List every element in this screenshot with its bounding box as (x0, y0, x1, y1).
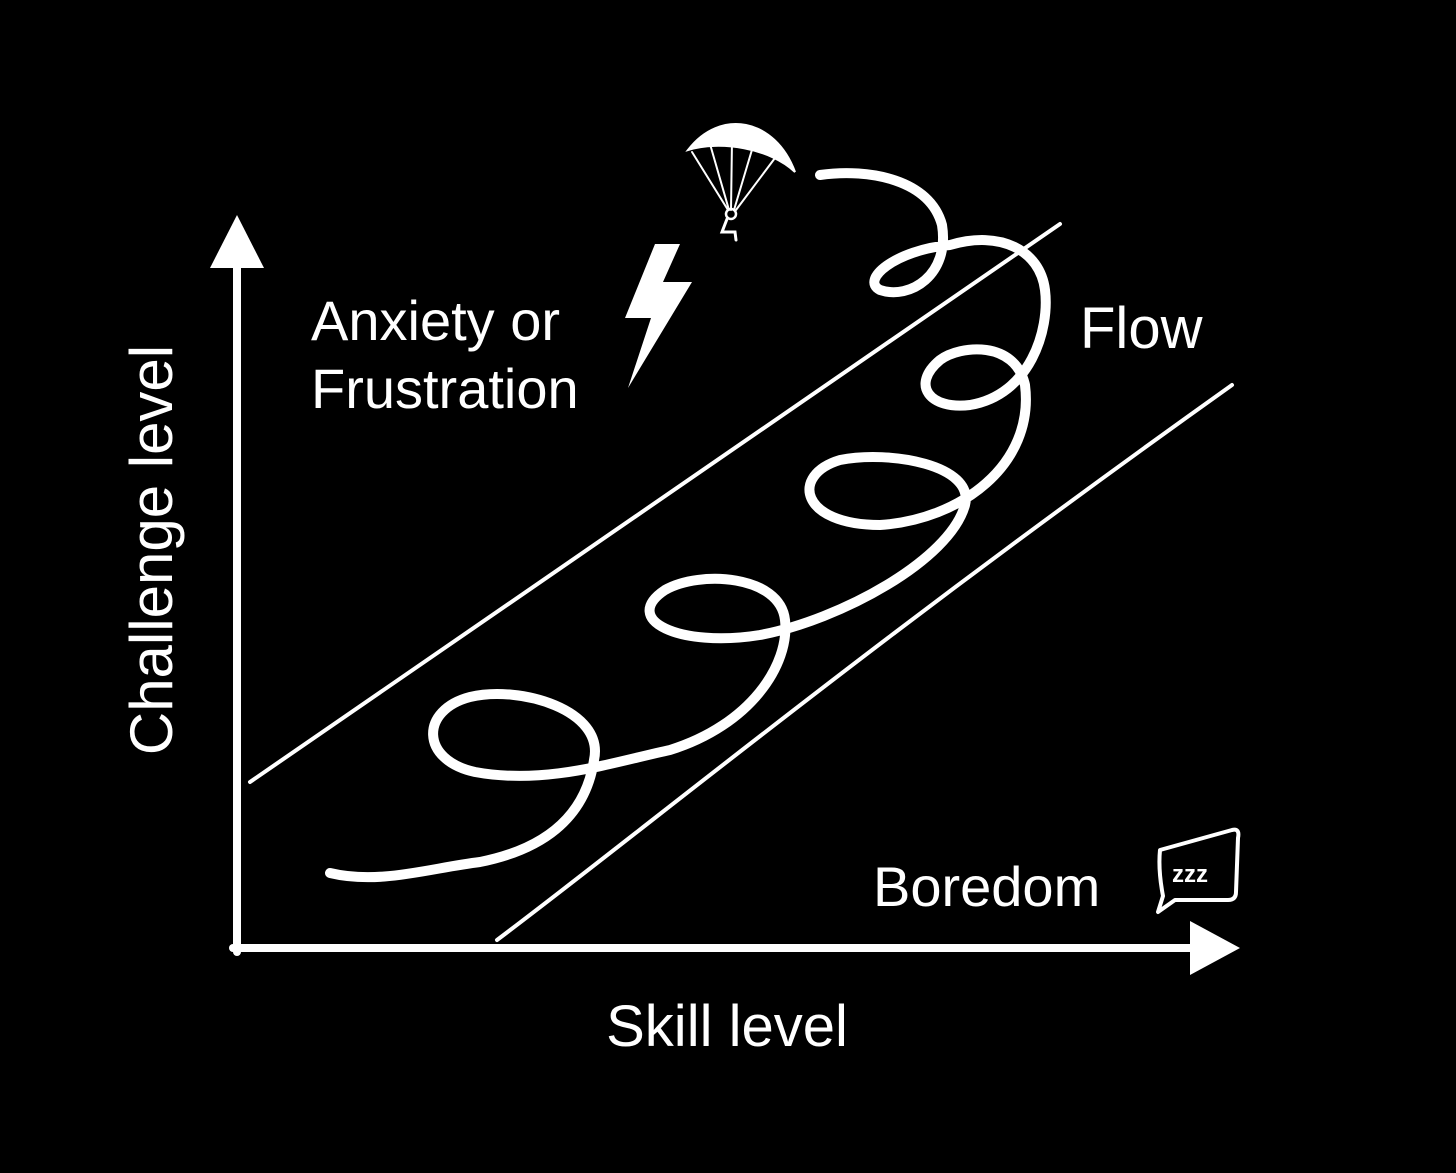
speech-bubble-outline (1156, 827, 1241, 914)
anxiety-label-line1: Anxiety or (311, 289, 560, 352)
upper-boundary-line (248, 222, 1062, 784)
y-axis-label: Challenge level (118, 345, 185, 755)
flow-spiral-path (325, 168, 1051, 883)
lightning-bolt-icon (625, 244, 692, 388)
boredom-label: Boredom (873, 855, 1100, 918)
paraglider-icon (685, 123, 796, 242)
speech-bubble-text: zzz (1172, 861, 1208, 888)
y-axis-arrowhead (210, 215, 264, 268)
anxiety-label-line2: Frustration (311, 357, 579, 420)
speech-bubble-zzz-icon: zzz (1156, 827, 1241, 914)
flow-channel (248, 222, 1234, 942)
x-axis-label: Skill level (606, 994, 848, 1059)
flow-label: Flow (1080, 296, 1204, 361)
axes (210, 215, 1240, 975)
x-axis-arrowhead (1190, 921, 1240, 975)
lower-boundary-line (495, 383, 1234, 942)
paraglider-canopy (685, 123, 796, 173)
